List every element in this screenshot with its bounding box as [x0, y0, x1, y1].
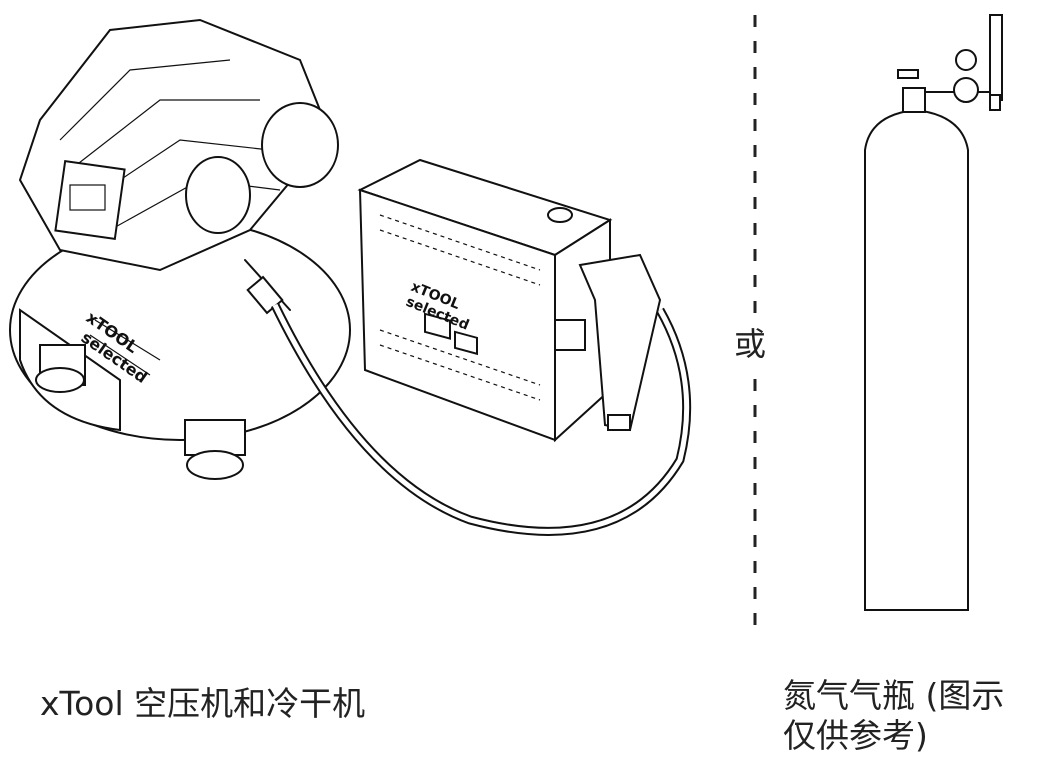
caption-line-1: 氮气气瓶 (图示 [783, 676, 1005, 715]
caption-line-2: 仅供参考) [783, 716, 928, 755]
nitrogen-cylinder-illustration [864, 14, 1003, 611]
air-compressor-illustration: xTOOL selected [9, 18, 351, 480]
air-dryer-illustration: xTOOL selected [357, 158, 662, 443]
or-label: 或 [734, 320, 767, 368]
nitrogen-cylinder-caption: 氮气气瓶 (图示 仅供参考) [783, 676, 1004, 756]
compressor-dryer-caption: xTool 空压机和冷干机 [40, 684, 366, 723]
